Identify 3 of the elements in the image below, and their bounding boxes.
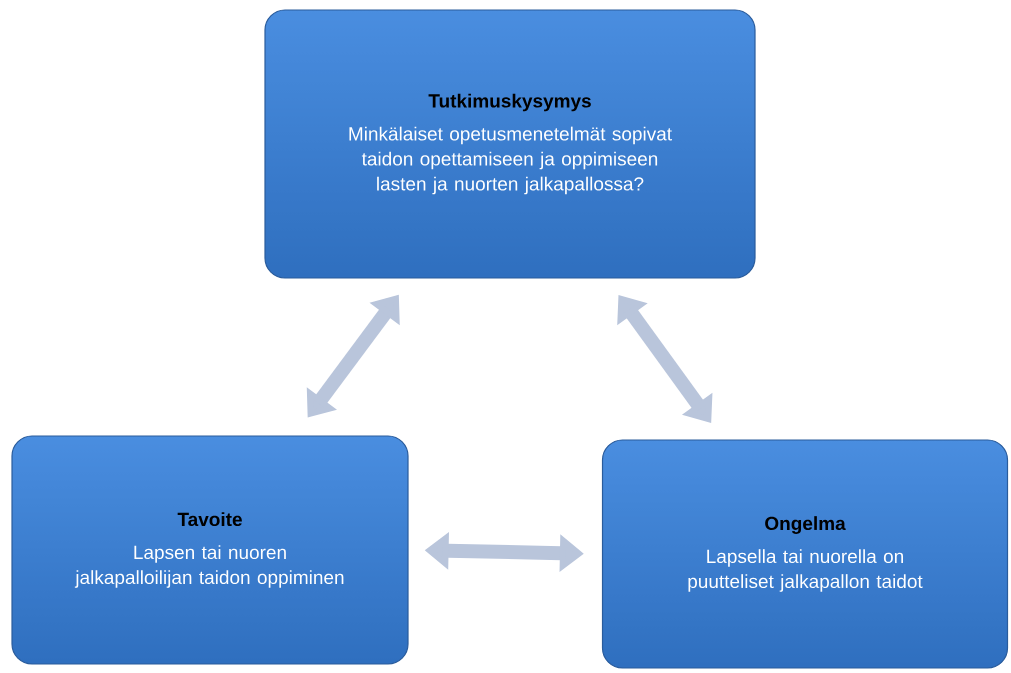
- process-box: Ongelma Lapsella tai nuorella on puutteliset jalkapallon taidot: [601, 439, 1009, 669]
- process-box: Tavoite Lapsen tai nuoren jalkapalloilijan taidon oppiminen: [11, 435, 409, 665]
- process-box: Tutkimuskysymys Minkälaiset opetusmenetelmät sopivat taidon opettamiseen ja oppimiseen lasten ja nuorten jalkapallossa?: [264, 9, 756, 279]
